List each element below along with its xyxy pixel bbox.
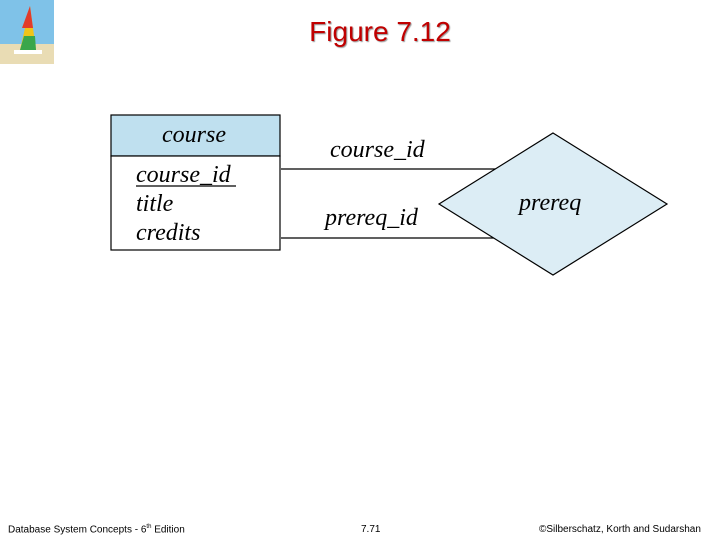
footer-page-number: 7.71: [361, 524, 381, 535]
footer-source-suffix: Edition: [151, 524, 185, 536]
relationship-name: prereq: [517, 190, 581, 216]
footer-source-prefix: Database System Concepts - 6: [8, 524, 147, 536]
attribute-credits: credits: [136, 220, 200, 246]
footer-source: Database System Concepts - 6th Edition: [8, 524, 185, 535]
page-title: Figure 7.12: [309, 16, 451, 47]
sailboat-logo-icon: [0, 0, 54, 64]
attribute-title: title: [136, 191, 174, 217]
entity-header-box: [110, 114, 281, 157]
footer-source-sup: th: [146, 524, 152, 530]
attribute-primary-key: course_id: [136, 162, 232, 188]
footer-copyright: ©Silberschatz, Korth and Sudarshan: [539, 524, 701, 535]
role-label-prereq-id: prereq_id: [323, 205, 419, 231]
role-label-course-id: course_id: [330, 137, 426, 163]
logo-sail-top: [22, 6, 33, 28]
entity-name: course: [162, 122, 226, 148]
logo-sail-bottom: [20, 36, 36, 50]
logo-hull: [14, 50, 42, 54]
entity-attribute-box: [110, 155, 281, 251]
relationship-diamond: [437, 132, 669, 276]
